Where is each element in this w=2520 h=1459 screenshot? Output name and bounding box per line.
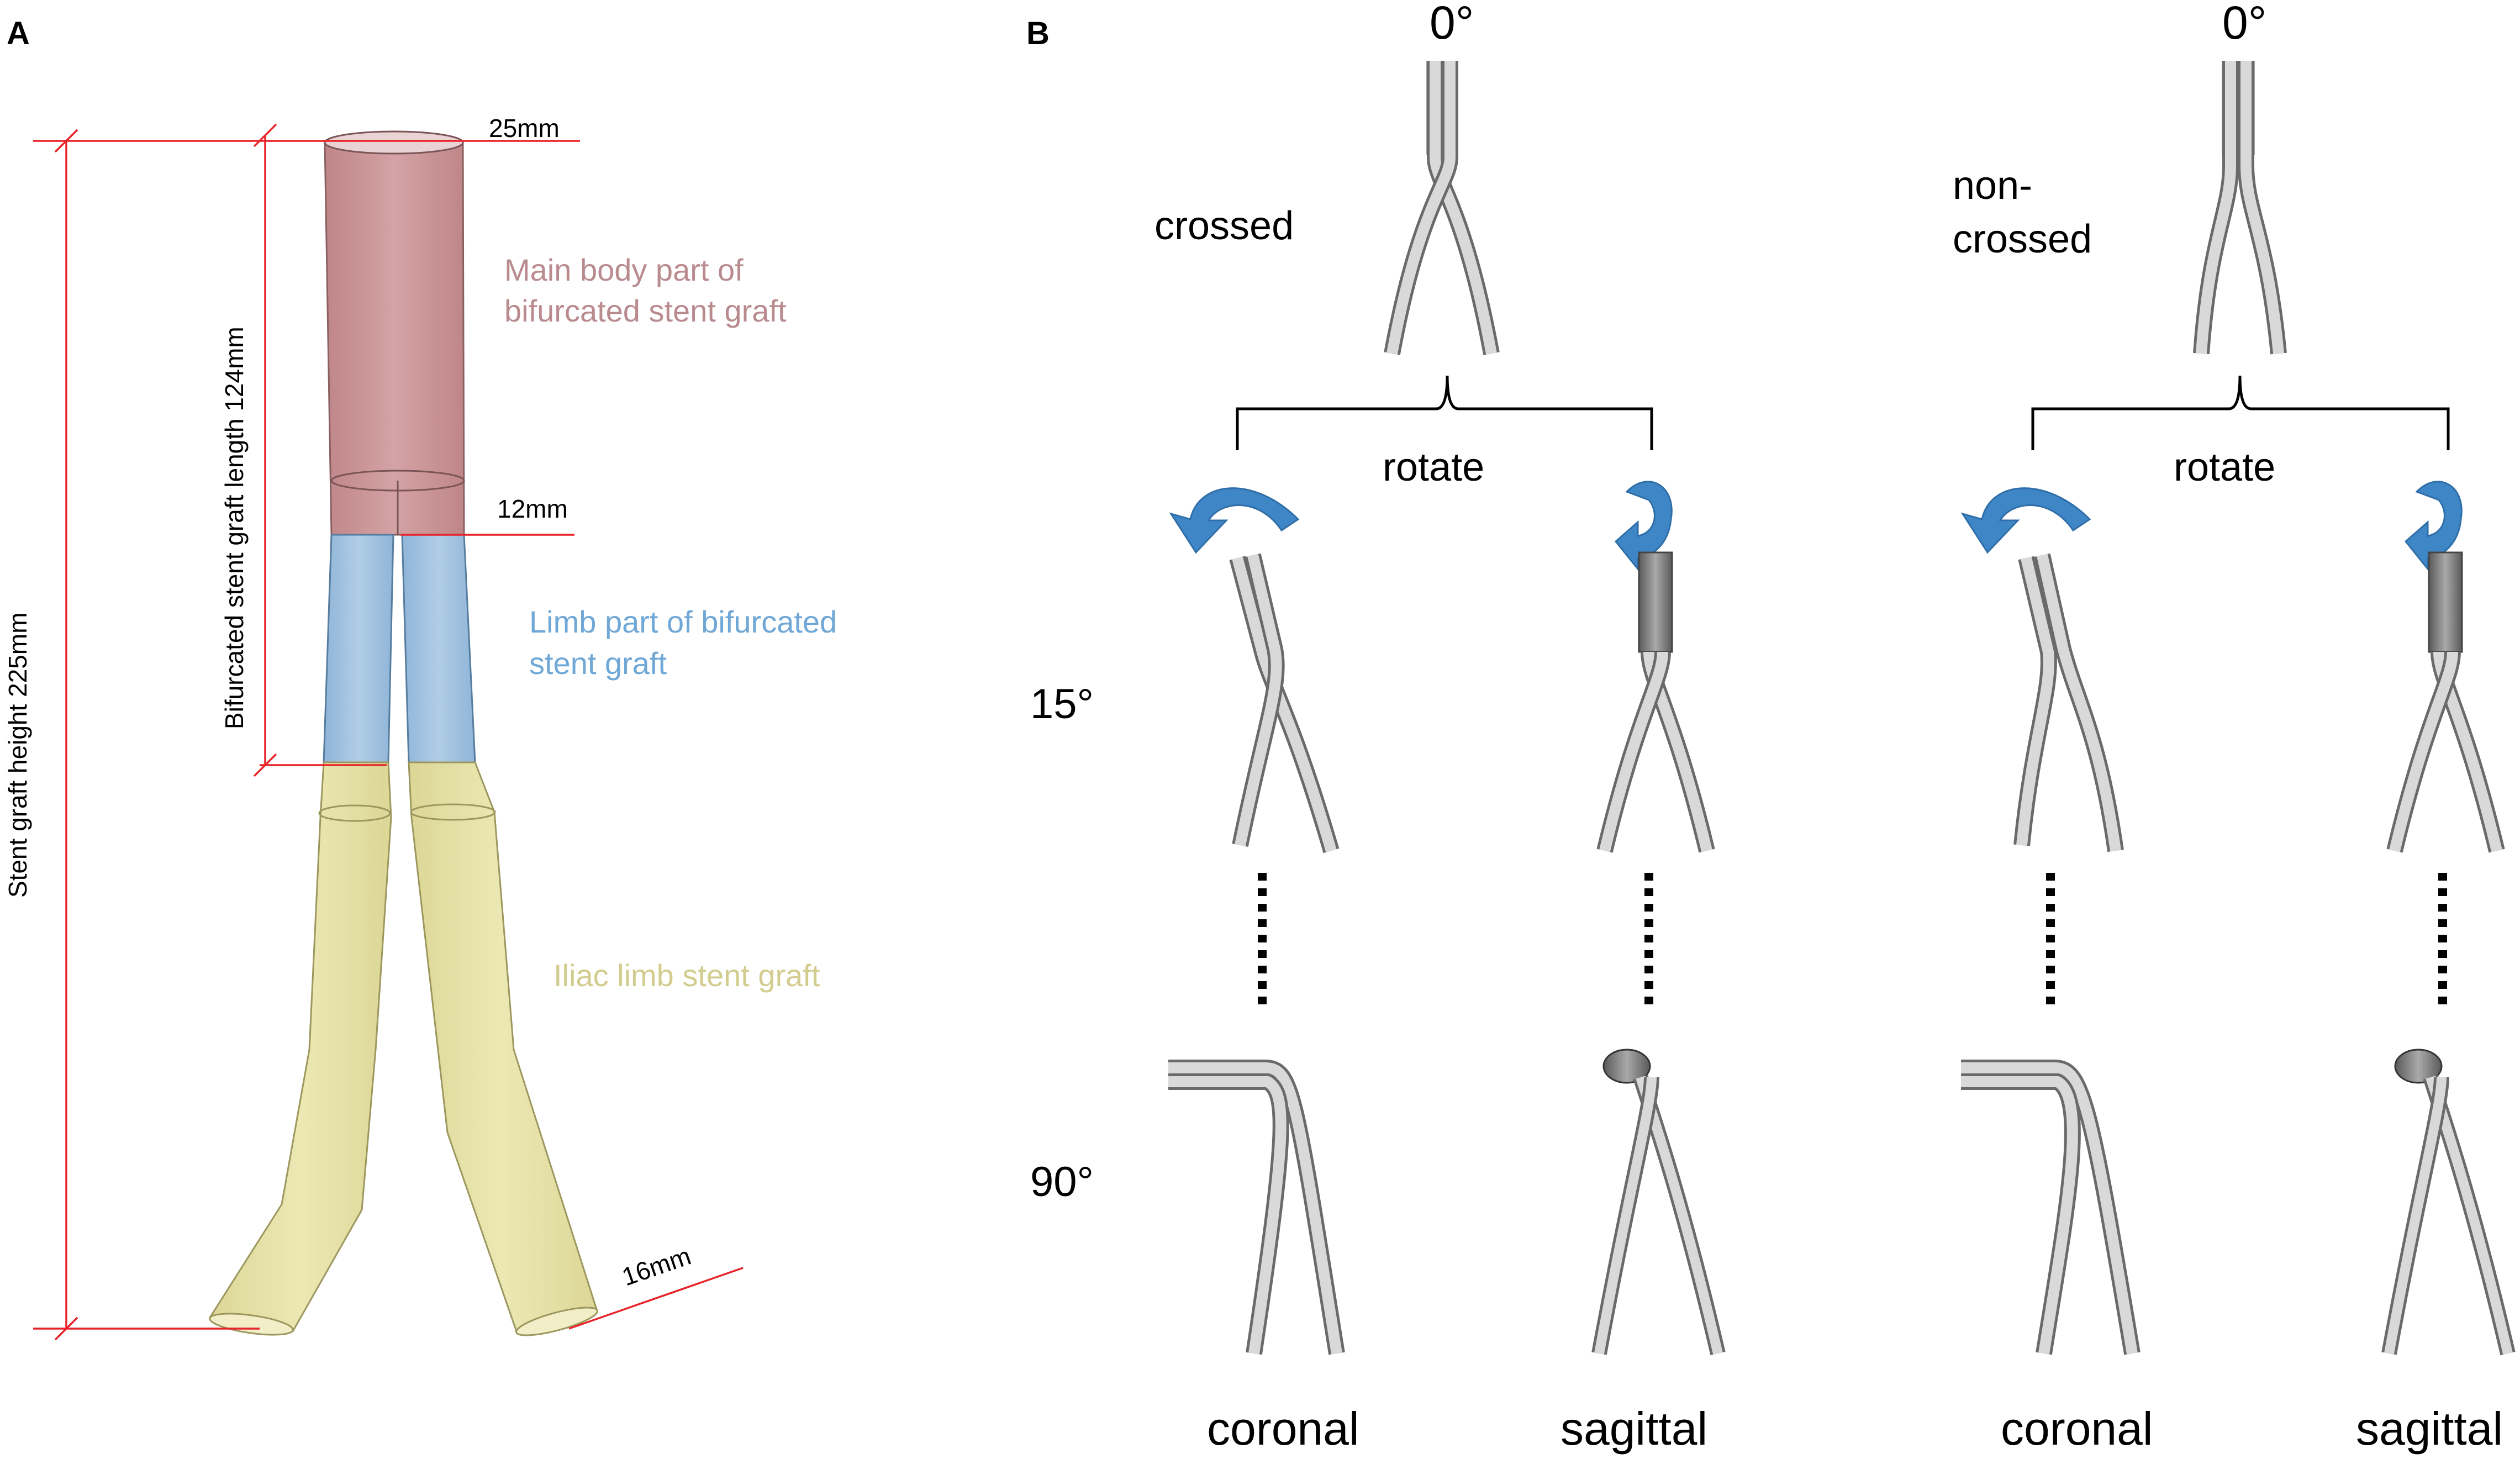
bifurcated-length-label: Bifurcated stent graft length 124mm (220, 326, 249, 729)
crossed-rotate-label: rotate (1383, 445, 1484, 489)
row-angle-90: 90° (1030, 1158, 1094, 1205)
group-non-crossed: 0° non- crossed rotate (1953, 0, 2516, 1455)
non-crossed-rotate-label: rotate (2174, 445, 2275, 489)
panel-a: A (3, 15, 837, 1341)
non-crossed-coronal-rotate-arrow-icon (1962, 487, 2091, 554)
row-angle-15: 15° (1030, 681, 1094, 728)
panel-a-letter: A (7, 15, 30, 51)
limb-annotation-line1: Limb part of bifurcated (529, 604, 837, 639)
non-crossed-model-0deg (2193, 61, 2287, 355)
top-diameter-label: 25mm (489, 114, 560, 143)
total-height-label: Stent graft height 225mm (3, 612, 32, 898)
iliac-annotation: Iliac limb stent graft (553, 958, 820, 993)
group-crossed: 0° crossed rotate (1154, 0, 1726, 1455)
iliac-diameter-label: 16mm (618, 1241, 694, 1292)
crossed-type-label: crossed (1154, 204, 1294, 248)
crossed-sagittal-view-label: sagittal (1560, 1403, 1707, 1455)
non-crossed-type-label-line2: crossed (1953, 217, 2092, 261)
crossed-coronal-15deg-model (1229, 553, 1340, 854)
non-crossed-bracket (2031, 375, 2450, 450)
non-crossed-type-label-line1: non- (1953, 164, 2032, 208)
crossed-model-0deg (1384, 61, 1500, 355)
panel-b-letter: B (1026, 15, 1050, 51)
crossed-top-angle: 0° (1430, 0, 1474, 49)
main-body-annotation-line2: bifurcated stent graft (504, 293, 787, 328)
crossed-coronal-view-label: coronal (1207, 1403, 1359, 1455)
dimension-lines (33, 123, 744, 1341)
crossed-coronal-rotate-arrow-icon (1170, 487, 1299, 554)
crossed-coronal-90deg-model (1168, 1060, 1345, 1355)
crossed-sagittal-90deg-model (1591, 1049, 1726, 1356)
non-crossed-sagittal-90deg-model (2381, 1049, 2516, 1356)
non-crossed-coronal-view-label: coronal (2001, 1403, 2153, 1455)
main-body-annotation-line1: Main body part of (504, 252, 744, 287)
non-crossed-coronal-90deg-model (1961, 1060, 2141, 1355)
crossed-bracket (1236, 375, 1653, 450)
iliac-limb-shape (208, 761, 599, 1336)
non-crossed-sagittal-15deg-model (2386, 551, 2505, 853)
limb-annotation-line2: stent graft (529, 646, 667, 681)
non-crossed-coronal-15deg-model (2013, 553, 2124, 852)
crossed-sagittal-15deg-model (1596, 551, 1715, 853)
non-crossed-top-angle: 0° (2222, 0, 2266, 49)
limb-shape (323, 534, 476, 763)
panel-b: B 0° crossed rotate (1026, 0, 2516, 1455)
main-body-shape (324, 130, 465, 536)
limb-diameter-label: 12mm (497, 494, 568, 523)
non-crossed-sagittal-view-label: sagittal (2356, 1403, 2503, 1455)
